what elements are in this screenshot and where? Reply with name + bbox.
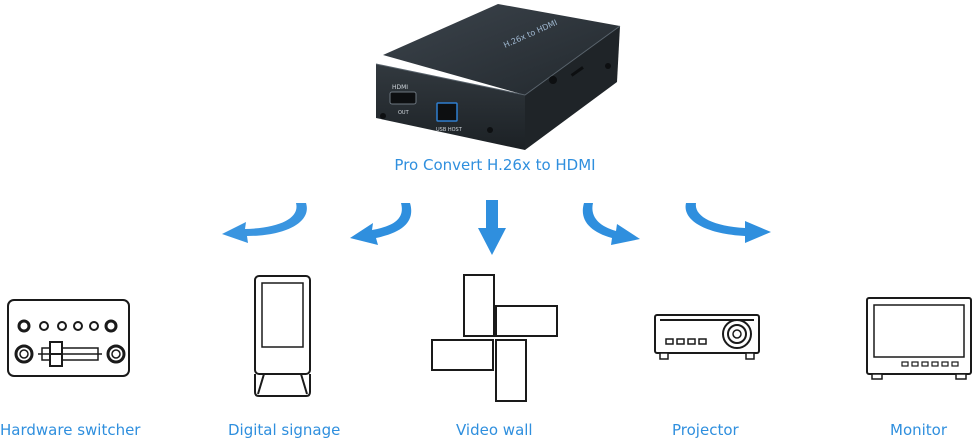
hardware-switcher-icon: [7, 299, 130, 377]
usb-port-label: USB HOST: [436, 127, 463, 133]
arrow-icon: [685, 203, 771, 243]
output-label-monitor: Monitor: [890, 421, 948, 439]
arrow-icon: [222, 203, 307, 243]
device-caption: Pro Convert H.26x to HDMI: [394, 156, 596, 174]
video-wall-icon: [431, 274, 558, 402]
hdmi-port-label: HDMI: [392, 84, 408, 91]
digital-signage-icon: [254, 275, 311, 397]
projector-icon: [654, 314, 760, 360]
output-label-projector: Projector: [672, 421, 739, 439]
output-label-hardware-switcher: Hardware switcher: [0, 421, 141, 439]
monitor-icon: [866, 297, 972, 380]
output-label-digital-signage: Digital signage: [228, 421, 341, 439]
arrow-icon: [582, 203, 640, 245]
hdmi-port-sublabel: OUT: [398, 110, 410, 116]
arrow-icon: [478, 200, 506, 255]
arrow-icon: [350, 203, 412, 245]
output-label-video-wall: Video wall: [456, 421, 533, 439]
